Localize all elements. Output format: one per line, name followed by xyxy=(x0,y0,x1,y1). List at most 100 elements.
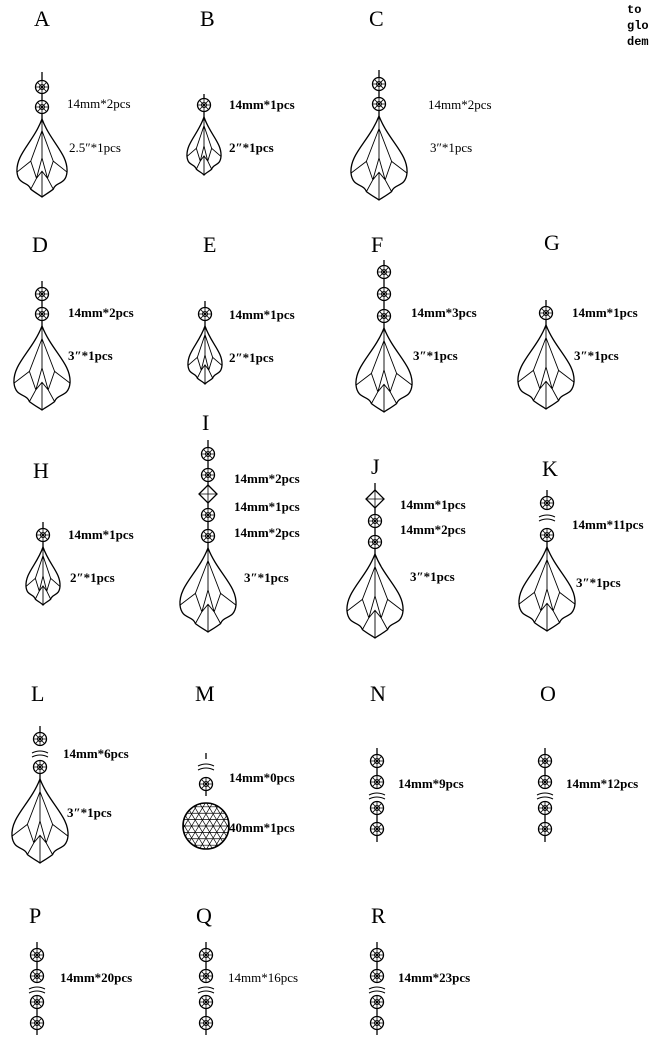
leaf-pendant-facets xyxy=(16,119,68,197)
item-spec: 14mm*20pcs xyxy=(60,970,133,985)
item-letter: Q xyxy=(196,903,212,928)
bead-core xyxy=(375,101,382,108)
bead-core xyxy=(204,471,211,478)
bead-core xyxy=(39,104,46,111)
item-spec: 2″*1pcs xyxy=(70,570,115,585)
corner-note-line: glo xyxy=(627,19,649,33)
bead-facets xyxy=(199,777,213,791)
bead-core xyxy=(542,805,549,812)
bead-facets xyxy=(538,822,552,836)
bead-core xyxy=(543,309,550,316)
bead-facets xyxy=(35,80,49,94)
bead-facets xyxy=(540,496,554,510)
bead-facets xyxy=(201,508,215,522)
item-letter: J xyxy=(371,454,380,479)
bead-facets xyxy=(33,732,47,746)
bead-facets xyxy=(370,822,384,836)
bead-core xyxy=(37,736,44,743)
item-i-drawing xyxy=(179,440,237,633)
item-letter: M xyxy=(195,681,215,706)
leaf-pendant-facets xyxy=(11,779,69,863)
bead-facets xyxy=(538,775,552,789)
bead-core xyxy=(380,268,387,275)
corner-note-line: to xyxy=(627,3,642,17)
item-letter: H xyxy=(33,458,49,483)
bead-facets xyxy=(197,98,211,112)
bead-facets xyxy=(372,77,386,91)
break-mark xyxy=(368,792,386,800)
item-spec: 14mm*2pcs xyxy=(67,96,131,111)
item-d-drawing xyxy=(13,281,71,411)
leaf-pendant-facets xyxy=(179,548,237,632)
item-letter: A xyxy=(34,6,50,31)
bead-facets xyxy=(538,754,552,768)
bead-facets xyxy=(377,265,391,279)
leaf-pendant-facets xyxy=(350,116,408,200)
item-spec: 14mm*12pcs xyxy=(566,776,639,791)
item-spec: 40mm*1pcs xyxy=(229,820,295,835)
bead-core xyxy=(204,512,211,519)
bead-core xyxy=(380,290,387,297)
bead-core xyxy=(39,84,46,91)
item-spec: 14mm*9pcs xyxy=(398,776,464,791)
bead-facets xyxy=(372,97,386,111)
bead-core xyxy=(542,758,549,765)
item-spec: 2″*1pcs xyxy=(229,140,274,155)
bead-core xyxy=(373,973,380,980)
bead-facets xyxy=(30,995,44,1009)
bead-facets xyxy=(35,287,49,301)
bead-facets xyxy=(368,535,382,549)
item-l-drawing xyxy=(11,726,69,864)
item-spec: 3″*1pcs xyxy=(413,348,458,363)
bead-core xyxy=(373,779,380,786)
bead-core xyxy=(380,312,387,319)
bead-core xyxy=(34,999,41,1006)
item-spec: 14mm*3pcs xyxy=(411,305,477,320)
item-letter: E xyxy=(203,232,217,257)
item-o-drawing xyxy=(536,748,554,842)
item-h-drawing xyxy=(25,522,61,607)
item-spec: 3″*1pcs xyxy=(574,348,619,363)
bead-core xyxy=(202,999,209,1006)
item-spec: 14mm*2pcs xyxy=(428,97,492,112)
leaf-pendant-facets xyxy=(517,325,575,409)
item-spec: 14mm*11pcs xyxy=(572,517,644,532)
bead-facets xyxy=(538,801,552,815)
bead-facets xyxy=(539,306,553,320)
leaf-pendant-facets xyxy=(187,326,223,384)
leaf-pendant-facets xyxy=(186,117,222,175)
corner-note: to glo dem xyxy=(627,2,653,50)
item-spec: 14mm*2pcs xyxy=(234,525,300,540)
item-spec: 14mm*2pcs xyxy=(234,471,300,486)
bead-core xyxy=(201,310,208,317)
item-letter: I xyxy=(202,410,210,435)
bead-facets xyxy=(33,760,47,774)
bead-core xyxy=(39,310,46,317)
leaf-pendant-facets xyxy=(355,328,413,412)
item-letter: L xyxy=(31,681,45,706)
item-k-drawing xyxy=(518,490,576,632)
bead-facets xyxy=(370,995,384,1009)
break-mark xyxy=(197,763,215,771)
item-spec: 2″*1pcs xyxy=(229,350,274,365)
item-b-drawing xyxy=(186,94,222,177)
bead-core xyxy=(373,805,380,812)
bead-core xyxy=(544,499,551,506)
leaf-pendant-facets xyxy=(518,547,576,631)
leaf-pendant-facets xyxy=(25,547,61,605)
bead-core xyxy=(37,764,44,771)
item-spec: 3″*1pcs xyxy=(244,570,289,585)
bead-core xyxy=(371,518,378,525)
bead-facets xyxy=(377,309,391,323)
bead-core xyxy=(373,952,380,959)
item-spec: 14mm*2pcs xyxy=(400,522,466,537)
item-spec: 14mm*1pcs xyxy=(229,97,295,112)
item-letter: N xyxy=(370,681,386,706)
break-mark xyxy=(368,986,386,994)
bead-facets xyxy=(201,468,215,482)
item-p-drawing xyxy=(28,942,46,1035)
bead-facets xyxy=(370,948,384,962)
corner-note-line: dem xyxy=(627,35,649,49)
